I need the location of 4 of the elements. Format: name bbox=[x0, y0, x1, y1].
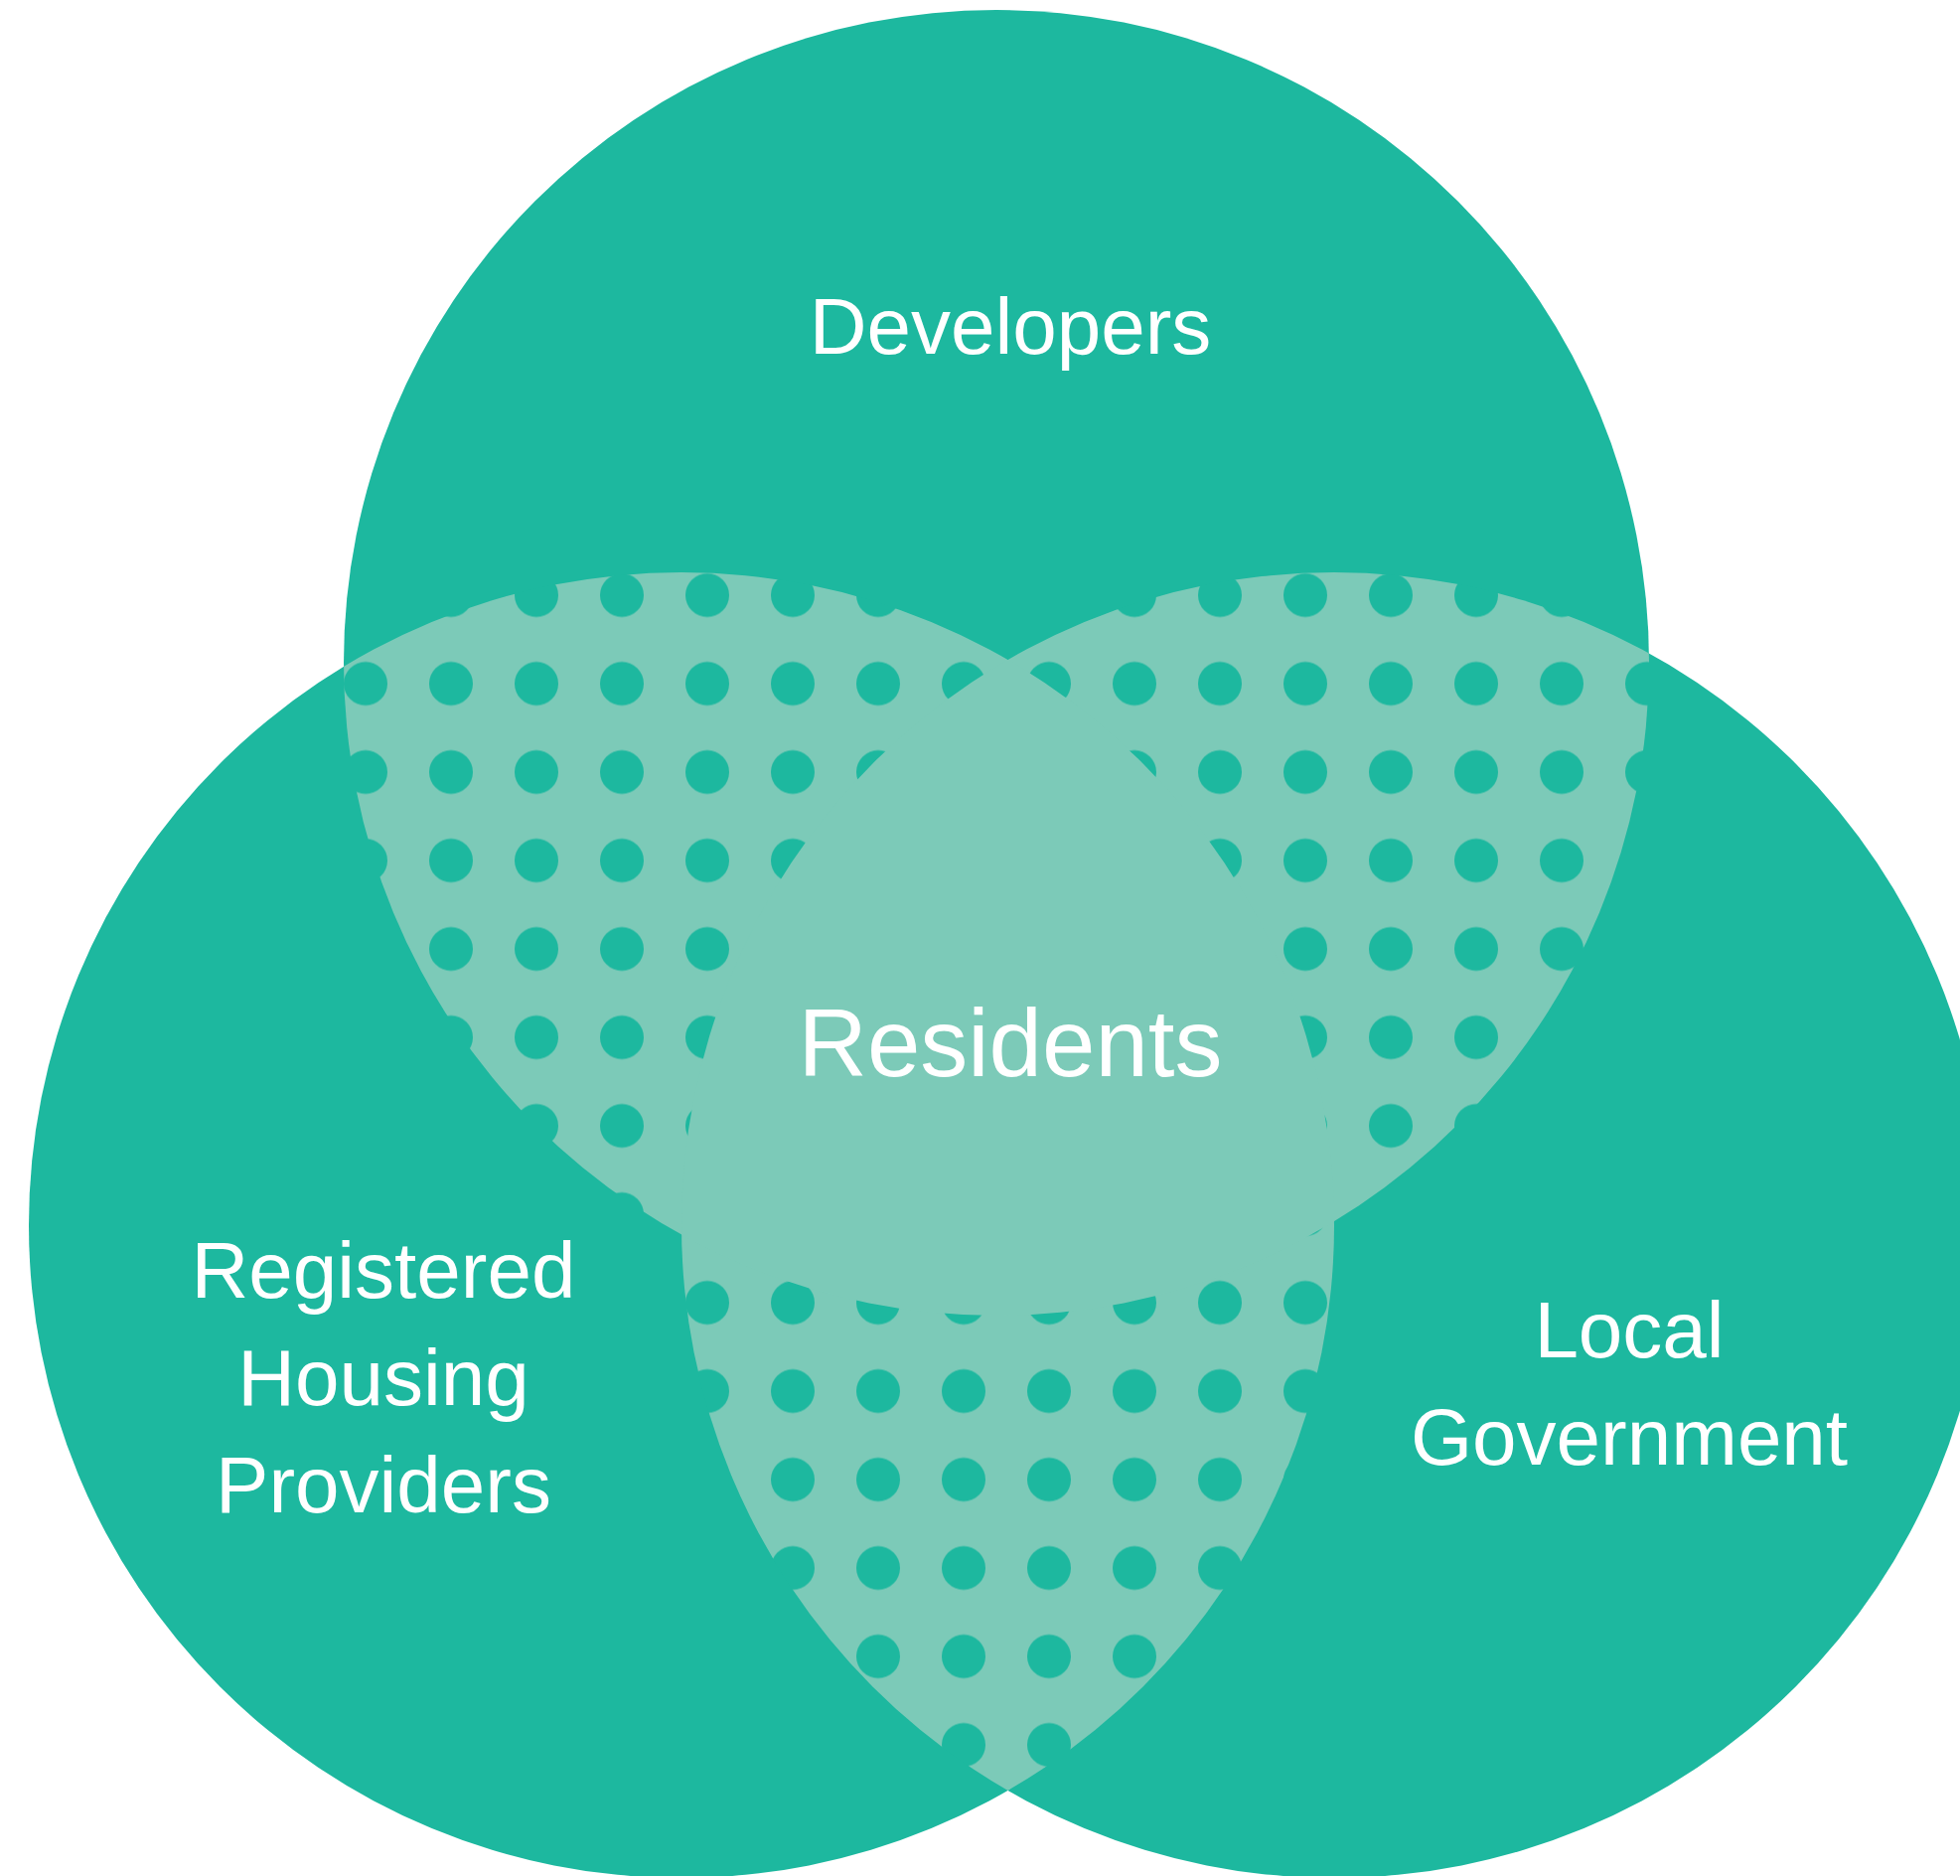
circle-label: Local Government bbox=[1409, 1285, 1850, 1484]
circle-label: Registered Housing Providers bbox=[190, 1225, 577, 1531]
circle-label: Developers bbox=[808, 281, 1213, 373]
circle-label: Residents bbox=[797, 989, 1224, 1098]
